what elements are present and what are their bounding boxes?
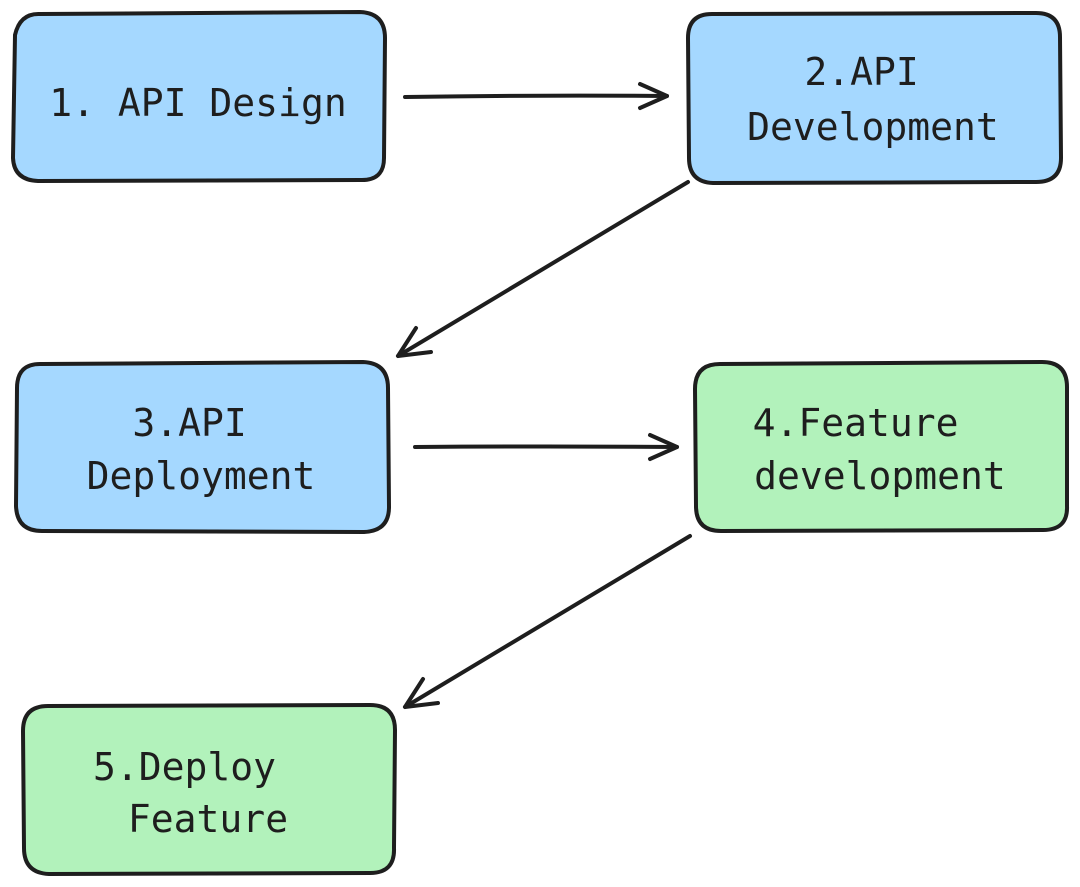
step-box-shape (21, 703, 397, 876)
step-label-line: Feature (128, 797, 288, 841)
step-box-shape (11, 10, 387, 183)
arrow-line (413, 444, 679, 449)
step-box-feature-development: 4.Feature development (693, 360, 1070, 533)
arrow-head (403, 677, 440, 709)
step-label: 5.Deploy Feature (93, 745, 299, 841)
step-label-line: 1. API Design (49, 81, 346, 125)
arrow-feature-to-deploy (403, 534, 692, 709)
step-label-line: 5.Deploy (93, 745, 276, 789)
arrow-head (396, 326, 433, 358)
step-box-api-development: 2.API Development (686, 11, 1063, 185)
step-label-line: 4.Feature (753, 401, 959, 445)
arrow-deployment-to-feature (413, 433, 679, 461)
step-box-api-deployment: 3.API Deployment (14, 360, 391, 534)
step-box-api-design: 1. API Design (11, 10, 387, 183)
step-label-line: Deployment (87, 454, 316, 498)
step-label: 1. API Design (49, 81, 346, 125)
step-box-shape (693, 360, 1070, 533)
step-label-line: development (754, 454, 1006, 498)
arrow-design-to-development (403, 82, 669, 110)
arrow-line (403, 534, 692, 709)
step-label: 3.API Deployment (87, 401, 316, 498)
step-label-line: 2.API (804, 50, 918, 94)
step-label: 2.API Development (747, 50, 999, 149)
step-label-line: 3.API (132, 401, 246, 445)
step-box-shape (14, 360, 391, 534)
step-box-shape (686, 11, 1063, 185)
arrow-line (403, 93, 669, 99)
arrow-head (648, 433, 679, 461)
arrow-line (396, 180, 690, 358)
arrow-development-to-deployment (396, 180, 690, 358)
step-label-line: Development (747, 105, 999, 149)
arrow-head (638, 82, 669, 110)
step-box-deploy-feature: 5.Deploy Feature (21, 703, 397, 876)
step-label: 4.Feature development (753, 401, 1006, 498)
